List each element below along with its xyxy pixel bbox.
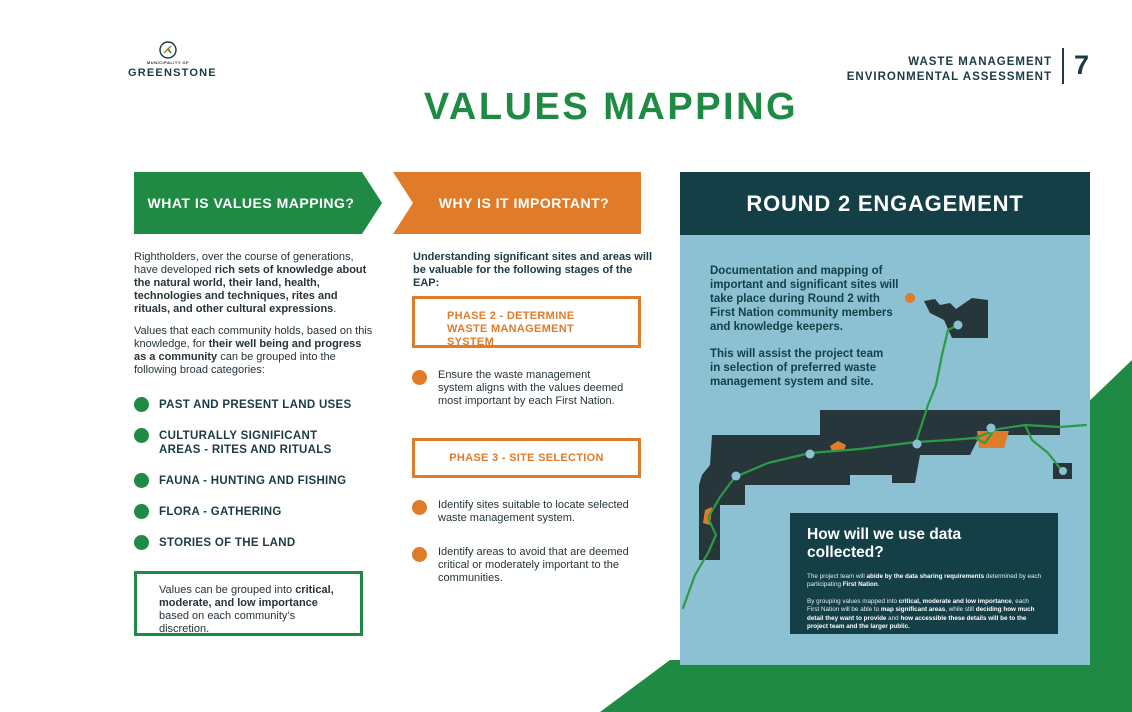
info-bold-text: First Nation bbox=[842, 581, 878, 589]
phase-2-bullet: Ensure the waste management system align… bbox=[412, 369, 628, 408]
note-text: based on each community’s discretion. bbox=[159, 610, 296, 635]
info-text: . bbox=[877, 581, 880, 589]
community-marker-icon bbox=[986, 423, 996, 433]
green-bullet-icon bbox=[134, 504, 149, 519]
info-text: , each First Nation will be able to bbox=[807, 597, 1029, 614]
page-number: 7 bbox=[1074, 50, 1090, 80]
intro-paragraph: Rightholders, over the course of generat… bbox=[134, 251, 374, 316]
header-line-2: ENVIRONMENTAL ASSESSMENT bbox=[846, 71, 1052, 83]
paragraph-text: . bbox=[333, 303, 337, 315]
logo-subtitle: MUNICIPALITY OF bbox=[146, 60, 190, 65]
info-text: The project team will bbox=[807, 573, 867, 580]
community-marker-icon bbox=[1059, 467, 1067, 475]
round-2-engagement-heading: ROUND 2 ENGAGEMENT bbox=[680, 172, 1090, 235]
paragraph-text: can be grouped into the following broad … bbox=[134, 351, 336, 376]
paragraph-text: Rightholders, over the course of generat… bbox=[134, 251, 354, 276]
phase-3-label: PHASE 3 - SITE SELECTION bbox=[449, 451, 604, 464]
phase-3-bullet: Identify sites suitable to locate select… bbox=[412, 499, 638, 525]
site-area-icon bbox=[977, 431, 1009, 448]
info-text: and bbox=[886, 614, 901, 622]
banner-why-is-it-important: WHY IS IT IMPORTANT? bbox=[393, 172, 641, 234]
info-title: How will we use data collected? bbox=[807, 526, 962, 561]
data-use-info-box: How will we use data collected? The proj… bbox=[790, 513, 1058, 634]
logo-name: GREENSTONE bbox=[128, 67, 217, 79]
info-bold-text: deciding how much detail they want to pr… bbox=[807, 606, 1035, 622]
info-text: determined by each participating bbox=[807, 573, 1042, 589]
green-bullet-icon bbox=[134, 473, 149, 488]
info-bold-text: abide by the data sharing requirements bbox=[866, 573, 985, 580]
banner-what-is-values-mapping: WHAT IS VALUES MAPPING? bbox=[134, 172, 382, 234]
site-area-icon bbox=[830, 441, 846, 451]
banner-label: WHY IS IT IMPORTANT? bbox=[438, 195, 610, 211]
orange-bullet-icon bbox=[412, 500, 427, 515]
paragraph-text: Values that each community holds, based … bbox=[134, 325, 373, 350]
header-divider bbox=[1062, 48, 1064, 84]
phase-3-bullet: Identify areas to avoid that are deemed … bbox=[412, 546, 633, 585]
info-bold-text: critical, moderate and low importance bbox=[898, 597, 1012, 605]
orange-bullet-icon bbox=[412, 547, 427, 562]
info-text: By grouping values mapped into bbox=[807, 597, 899, 605]
category-item: FLORA - GATHERING bbox=[134, 504, 374, 519]
bullet-text: Identify sites suitable to locate select… bbox=[438, 499, 629, 524]
compass-logo-icon bbox=[159, 41, 177, 59]
paragraph-bold-text: rich sets of knowledge about the natural… bbox=[134, 264, 367, 315]
greenstone-logo: MUNICIPALITY OF GREENSTONE bbox=[128, 40, 217, 84]
banner-label: WHAT IS VALUES MAPPING? bbox=[147, 195, 355, 211]
bullet-text: Ensure the waste management system align… bbox=[438, 369, 624, 407]
category-label: FAUNA - HUNTING AND FISHING bbox=[159, 475, 347, 487]
phase-3-box: PHASE 3 - SITE SELECTION bbox=[412, 438, 641, 478]
values-paragraph: Values that each community holds, based … bbox=[134, 325, 374, 377]
category-label: CULTURALLY SIGNIFICANT AREAS - RITES AND… bbox=[159, 430, 332, 456]
info-text: , while still bbox=[945, 606, 976, 614]
note-bold-text: critical, moderate, and low importance bbox=[159, 584, 334, 609]
engagement-text-2: This will assist the project team in sel… bbox=[710, 348, 884, 388]
category-item: PAST AND PRESENT LAND USES bbox=[134, 397, 374, 412]
site-marker-icon bbox=[905, 293, 915, 303]
community-marker-icon bbox=[731, 471, 741, 481]
info-paragraph-1: The project team will abide by the data … bbox=[807, 573, 1042, 590]
green-bullet-icon bbox=[134, 535, 149, 550]
info-bold-text: map significant areas bbox=[880, 606, 946, 614]
page-title: VALUES MAPPING bbox=[423, 86, 799, 128]
info-paragraph-2: By grouping values mapped into critical,… bbox=[807, 598, 1042, 632]
category-label: FLORA - GATHERING bbox=[159, 506, 282, 518]
community-marker-icon bbox=[953, 320, 963, 330]
region-map bbox=[681, 293, 1088, 610]
phase-2-box: PHASE 2 - DETERMINE WASTE MANAGEMENT SYS… bbox=[412, 296, 641, 348]
info-bold-text: how accessible these details will be to … bbox=[807, 614, 1027, 631]
decorative-green-strip bbox=[600, 660, 1132, 712]
importance-note-box: Values can be grouped into critical, mod… bbox=[134, 571, 363, 636]
category-label: STORIES OF THE LAND bbox=[159, 537, 296, 549]
community-marker-icon bbox=[912, 439, 922, 449]
category-item: STORIES OF THE LAND bbox=[134, 535, 374, 550]
header-line-1: WASTE MANAGEMENT bbox=[908, 56, 1052, 68]
community-points bbox=[731, 320, 1067, 481]
stages-intro: Understanding significant sites and area… bbox=[413, 251, 653, 289]
category-item: FAUNA - HUNTING AND FISHING bbox=[134, 473, 374, 488]
green-bullet-icon bbox=[134, 397, 149, 412]
category-item: CULTURALLY SIGNIFICANT AREAS - RITES AND… bbox=[134, 428, 334, 457]
orange-bullet-icon bbox=[412, 370, 427, 385]
green-bullet-icon bbox=[134, 428, 149, 443]
note-text: Values can be grouped into bbox=[159, 584, 296, 596]
category-label: PAST AND PRESENT LAND USES bbox=[159, 399, 352, 411]
paragraph-bold-text: their well being and progress as a commu… bbox=[134, 338, 362, 363]
bullet-text: Identify areas to avoid that are deemed … bbox=[438, 546, 629, 584]
panel-heading-label: ROUND 2 ENGAGEMENT bbox=[746, 190, 1024, 216]
phase-2-label: PHASE 2 - DETERMINE WASTE MANAGEMENT SYS… bbox=[447, 310, 575, 348]
engagement-text-1: Documentation and mapping of important a… bbox=[710, 265, 899, 333]
community-marker-icon bbox=[805, 449, 815, 459]
document-header: WASTE MANAGEMENT ENVIRONMENTAL ASSESSMEN… bbox=[792, 55, 1052, 85]
